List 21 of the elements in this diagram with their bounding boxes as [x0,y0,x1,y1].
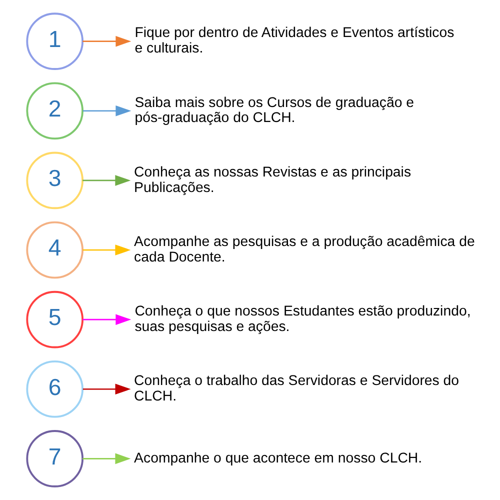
node-circle: 3 [26,152,84,210]
arrow [82,175,131,186]
arrow [82,244,131,256]
node-text: Conheça o que nossos Estudantes estão produzindo, suas pesquisas e ações. [134,303,471,335]
node-text: Saiba mais sobre os Cursos de graduação e pós-graduação do CLCH. [134,94,414,126]
node-circle: 2 [26,82,84,140]
arrow [82,314,132,325]
node-circle: 1 [26,12,84,70]
node-circle: 6 [26,360,84,418]
node-text: Conheça o trabalho das Servidoras e Servidores do CLCH. [134,372,460,404]
node-text: Fique por dentro de Atividades e Eventos artísticos e culturais. [134,25,454,57]
node-circle: 5 [26,290,84,348]
arrow [82,36,132,47]
arrow [82,453,131,464]
node-text: Acompanhe as pesquisas e a produção acadêmica de cada Docente. [134,234,475,266]
arrow [82,105,132,116]
node-text: Acompanhe o que acontece em nosso CLCH. [134,450,422,466]
node-circle: 7 [26,430,84,488]
arrow [82,384,131,395]
node-circle: 4 [26,221,84,279]
node-text: Conheça as nossas Revistas e as principais Publicações. [134,164,412,196]
